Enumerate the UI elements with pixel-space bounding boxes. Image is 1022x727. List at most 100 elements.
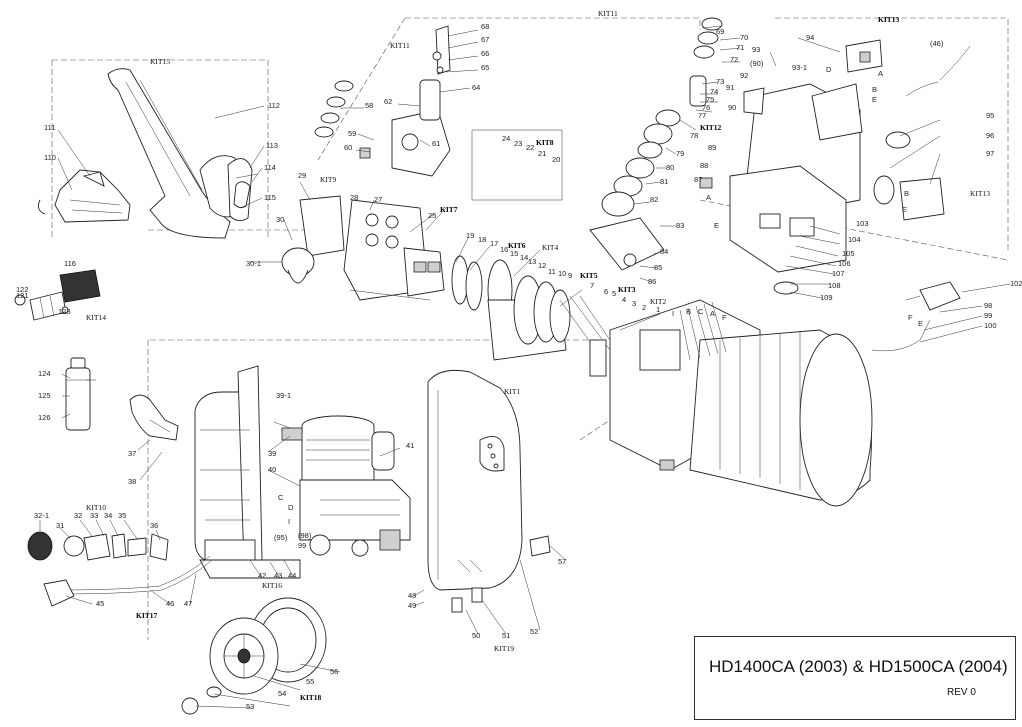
wire-letter: F (722, 313, 727, 322)
callout: 57 (558, 557, 566, 566)
callout: 22 (526, 143, 534, 152)
callout: 93-1 (792, 63, 807, 72)
wire-letter: B (904, 189, 909, 198)
callout: 66 (481, 49, 489, 58)
wire-letter: E (902, 205, 907, 214)
callout: 96 (986, 131, 994, 140)
callout: 93 (752, 45, 760, 54)
callout: 46 (166, 599, 174, 608)
callout: 23 (514, 139, 522, 148)
callout: 86 (648, 277, 656, 286)
callout: 67 (481, 35, 489, 44)
kit8-frame (471, 129, 563, 201)
electric-motor (589, 299, 873, 507)
callout: 88 (700, 161, 708, 170)
callout: 99 (298, 541, 306, 550)
callout: 78 (690, 131, 698, 140)
callout: 44 (288, 571, 296, 580)
callout: 36 (150, 521, 158, 530)
callout: 14 (520, 253, 528, 262)
kit-label: KIT10 (86, 503, 106, 512)
callout: 100 (984, 321, 997, 330)
callout: 110 (44, 153, 56, 162)
callout: 20 (552, 155, 560, 164)
callout: 58 (365, 101, 373, 110)
callout: 112 (268, 101, 280, 110)
callout: 37 (128, 449, 136, 458)
callout: 65 (481, 63, 489, 72)
callout: 7 (590, 281, 594, 290)
callout: 55 (306, 677, 314, 686)
power-plug (871, 281, 961, 352)
callout: 18 (478, 235, 486, 244)
wire-letter: A (706, 193, 711, 202)
wire-letter: F (908, 313, 913, 322)
callout: 111 (44, 123, 55, 132)
leader-lines (39, 25, 1011, 709)
kit-label: KIT7 (440, 205, 458, 214)
callout: 5 (612, 289, 616, 298)
piston-seals-row (451, 255, 615, 361)
kit-label: KIT5 (580, 271, 598, 280)
wire-letter: D (826, 65, 832, 74)
callout: 48 (408, 591, 416, 600)
title-block: HD1400CA (2003) & HD1500CA (2004) REV 0 (694, 636, 1016, 720)
kit-label: KIT4 (542, 243, 558, 252)
callout: 69 (716, 27, 724, 36)
callout: 71 (736, 43, 744, 52)
callout: 32 (74, 511, 82, 520)
callout: 104 (848, 235, 861, 244)
callout: 99 (984, 311, 992, 320)
wire-letter: A (710, 309, 715, 318)
kit-label: KIT13 (970, 189, 990, 198)
wire-letter: E (714, 221, 719, 230)
callout: 34 (104, 511, 112, 520)
callout: 84 (660, 247, 668, 256)
chassis-frame (194, 365, 301, 579)
callout: 33 (90, 511, 98, 520)
callout: 95 (986, 111, 994, 120)
callout: 2 (642, 303, 646, 312)
callout: 91 (726, 83, 734, 92)
callout: 49 (408, 601, 416, 610)
callout: 28 (350, 193, 358, 202)
kit-label: KIT6 (508, 241, 526, 250)
callout: (95) (274, 533, 288, 542)
callout: 41 (406, 441, 414, 450)
callout: 98 (984, 301, 992, 310)
callout: 74 (710, 87, 718, 96)
callout: 50 (472, 631, 480, 640)
callout: 121 (16, 291, 29, 300)
callout: 9 (568, 271, 572, 280)
callout: 40 (268, 465, 276, 474)
callout: 59 (348, 129, 356, 138)
callout: 43 (274, 571, 282, 580)
revision-label: REV 0 (947, 687, 976, 698)
wheels-kit18 (181, 597, 327, 715)
kit-label: KIT16 (262, 581, 282, 590)
callout: 15 (510, 249, 518, 258)
motor-assembly (281, 415, 411, 557)
callout: 47 (184, 599, 192, 608)
kit-label: KIT13 (878, 15, 900, 24)
callout: 13 (528, 257, 536, 266)
kit-label: KIT3 (618, 285, 636, 294)
callout: (90) (750, 59, 764, 68)
callout: 105 (842, 249, 855, 258)
callout: 12 (538, 261, 546, 270)
kit-label: KIT18 (300, 693, 322, 702)
kit-label: KIT8 (536, 138, 554, 147)
handle-clip (129, 394, 179, 441)
callout: 62 (384, 97, 392, 106)
callout: 52 (530, 627, 538, 636)
callout: (46) (930, 39, 944, 48)
callout: 85 (654, 263, 662, 272)
callout: 25 (428, 211, 436, 220)
callout: 97 (986, 149, 994, 158)
callout: 126 (38, 413, 51, 422)
callout: 32-1 (34, 511, 49, 520)
callout: 24 (502, 134, 510, 143)
wire-letter: E (918, 319, 923, 328)
callout: 107 (832, 269, 845, 278)
callout: 124 (38, 369, 51, 378)
